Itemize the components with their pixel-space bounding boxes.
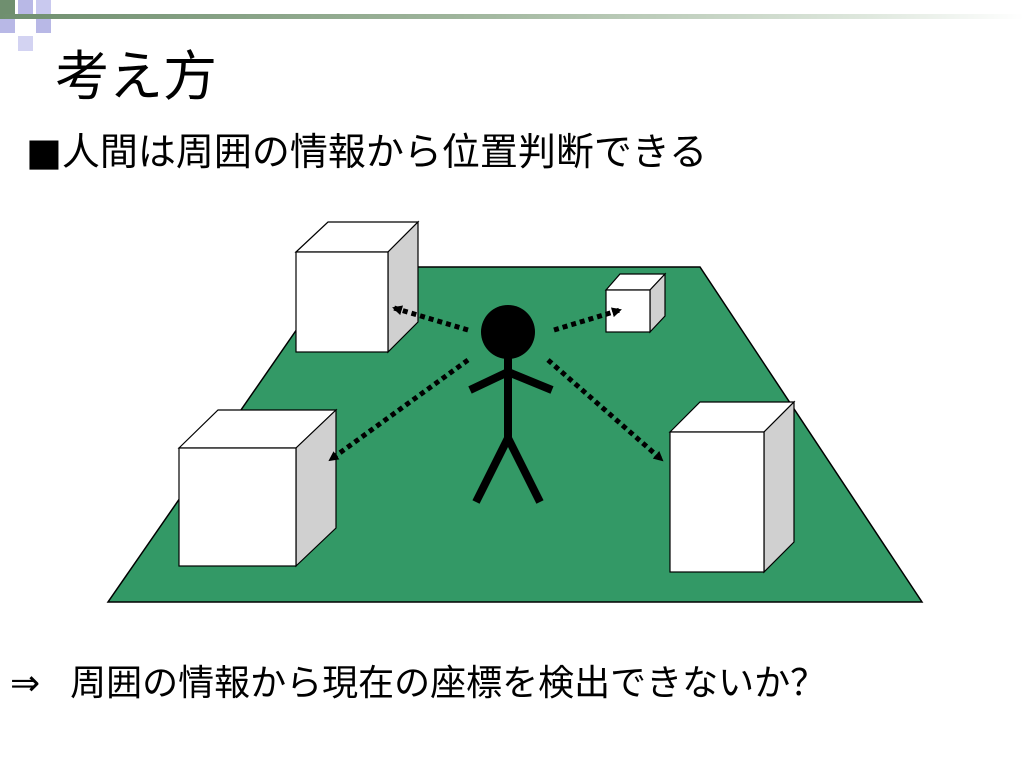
bullet-point: ■人間は周囲の情報から位置判断できる	[26, 128, 707, 176]
cube-bottom-left	[177, 408, 338, 568]
arrow-to-bottom-left-cube	[328, 357, 470, 463]
implies-arrow: ⇒	[10, 663, 41, 704]
conclusion-text: 周囲の情報から現在の座標を検出できないか？	[70, 663, 827, 704]
sight-arrows	[328, 305, 664, 463]
conclusion-line: ⇒ 周囲の情報から現在の座標を検出できないか？	[10, 660, 826, 708]
stick-figure-icon	[468, 305, 554, 504]
cube-bottom-right	[668, 400, 796, 574]
slide-title: 考え方	[55, 45, 217, 108]
cube-top-left	[294, 220, 420, 354]
corner-decoration	[0, 0, 51, 51]
cube-top-right	[604, 272, 667, 334]
bullet-text: 人間は周囲の情報から位置判断できる	[61, 130, 708, 174]
title-underline-bar	[0, 14, 1024, 19]
arrow-to-top-left-cube	[392, 305, 469, 333]
arrow-to-top-right-cube	[553, 307, 622, 333]
bullet-marker: ■	[26, 130, 62, 174]
arrow-to-bottom-right-cube	[546, 358, 664, 462]
